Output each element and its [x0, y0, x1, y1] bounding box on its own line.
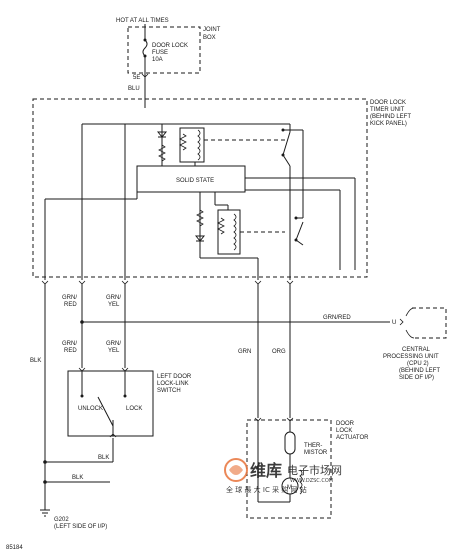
watermark: 维库 电子市场网 WWW.DZSC.COM 全 球 最 大 IC 采 购 网 站: [224, 458, 342, 494]
switch-label-3: SWITCH: [157, 388, 181, 394]
door-lock-actuator: DOOR LOCK ACTUATOR THER- MISTOR M: [246, 419, 369, 519]
wire-label-grn: GRN: [238, 349, 251, 355]
resistor-icon-2: [196, 209, 204, 227]
relay-coil-icon-2: [233, 213, 237, 251]
central-processing-unit: U CENTRAL PROCESSING UNIT (CPU 2) (BEHIN…: [383, 307, 447, 381]
switch-label-2: LOCK-LINK: [157, 381, 189, 387]
cpu-outline: [412, 307, 447, 339]
joint-box-label: JOINT: [203, 27, 221, 33]
cpu-label: CENTRAL: [402, 347, 431, 353]
thermistor-icon: [284, 431, 296, 455]
watermark-logo-icon: [224, 458, 248, 482]
timer-unit: DOOR LOCK TIMER UNIT (BEHIND LEFT KICK P…: [32, 98, 411, 280]
wire-label-grn-red-top-2: RED: [64, 302, 77, 308]
switch-lock-label: LOCK: [126, 406, 142, 412]
wire-label-grn-red-horizontal: GRN/RED: [323, 315, 351, 321]
diode-icon-2: [194, 235, 206, 242]
diode-icon: [156, 131, 168, 138]
joint-box-label-2: BOX: [203, 35, 216, 41]
switch-outline: [67, 370, 154, 437]
fuse-rating: 10A: [152, 57, 163, 63]
watermark-subtitle: 电子市场网: [287, 463, 342, 477]
fuse-wire-color: BLU: [128, 86, 140, 92]
motor-label: M: [287, 485, 292, 491]
cpu-pin: U: [392, 320, 396, 326]
thermistor-label: THER-: [304, 443, 322, 449]
timer-unit-label: DOOR LOCK: [370, 100, 406, 106]
timer-connectors: [41, 280, 294, 285]
wire-label-grn-yel-top: GRN/: [106, 295, 121, 301]
cpu-label-4: (BEHIND LEFT: [399, 368, 440, 374]
cpu-label-5: SIDE OF I/P): [399, 375, 434, 381]
relay-switch-contact-2: [295, 221, 304, 241]
ground-location: (LEFT SIDE OF I/P): [54, 524, 107, 530]
actuator-label-3: ACTUATOR: [336, 435, 369, 441]
watermark-url: WWW.DZSC.COM: [290, 478, 333, 484]
ground: BLK G202 (LEFT SIDE OF I/P): [40, 475, 110, 530]
upper-relay: [156, 124, 356, 280]
fuse-pin: 5E: [133, 75, 140, 81]
timer-unit-label-4: KICK PANEL): [370, 121, 407, 127]
ground-wire-label: BLK: [72, 475, 83, 481]
resistor-icon: [158, 144, 166, 162]
switch-lever-icon: [97, 396, 114, 427]
cpu-label-3: (CPU 2): [407, 361, 429, 367]
solid-state-label: SOLID STATE: [176, 178, 214, 184]
joint-box-outline: [127, 26, 201, 74]
relay-coil-box-2: [217, 209, 241, 255]
figure-code: 85184: [6, 545, 23, 551]
lock-link-switch: LEFT DOOR LOCK-LINK SWITCH UNLOCK LOCK B…: [43, 370, 192, 464]
wire-label-blk: BLK: [30, 358, 41, 364]
actuator-label: DOOR: [336, 421, 355, 427]
hot-at-all-times-label: HOT AT ALL TIMES: [116, 18, 169, 24]
switch-label: LEFT DOOR: [157, 374, 192, 380]
wire-label-org: ORG: [272, 349, 286, 355]
thermistor-label-2: MISTOR: [304, 450, 328, 456]
watermark-brand: 维库: [250, 461, 282, 480]
watermark-slogan: 全 球 最 大 IC 采 购 网 站: [226, 485, 307, 494]
wire-label-grn-red-top: GRN/: [62, 295, 77, 301]
wire-label-grn-red-bot-2: RED: [64, 348, 77, 354]
joint-box: HOT AT ALL TIMES JOINT BOX DOOR LOCK FUS…: [116, 18, 221, 100]
actuator-label-2: LOCK: [336, 428, 352, 434]
relay-switch-contact: [282, 131, 291, 156]
fuse-name: DOOR LOCK: [152, 43, 188, 49]
relay-coil-icon: [197, 129, 201, 161]
solid-state-module: [136, 165, 246, 193]
wire-label-grn-yel-bot: GRN/: [106, 341, 121, 347]
fuse-name-2: FUSE: [152, 50, 168, 56]
timer-unit-label-2: TIMER UNIT: [370, 107, 405, 113]
wire-label-grn-red-bot: GRN/: [62, 341, 77, 347]
wire-label-grn-yel-top-2: YEL: [108, 302, 120, 308]
cpu-label-2: PROCESSING UNIT: [383, 354, 439, 360]
timer-unit-outline: [32, 98, 368, 278]
switch-ground-wire-label: BLK: [98, 455, 109, 461]
lower-relay: [194, 192, 304, 280]
wire-label-grn-yel-bot-2: YEL: [108, 348, 120, 354]
fuse-icon: [142, 39, 148, 57]
timer-unit-label-3: (BEHIND LEFT: [370, 114, 411, 120]
ground-id: G202: [54, 517, 69, 523]
switch-unlock-label: UNLOCK: [78, 406, 103, 412]
